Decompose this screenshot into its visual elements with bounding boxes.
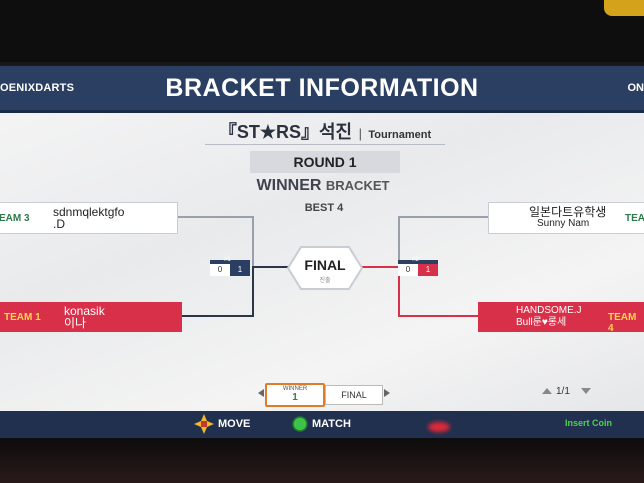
header-bar: OENIXDARTS BRACKET INFORMATION ON [0, 66, 644, 113]
brand-label: OENIXDARTS [0, 82, 75, 94]
page-up-arrow-icon[interactable] [542, 388, 552, 394]
player-name: sdnmqlektgfo [53, 205, 125, 219]
bracket-line [252, 266, 288, 268]
bracket-line [252, 266, 254, 317]
move-dpad-icon [194, 414, 214, 434]
left-bottom-team-slot[interactable]: TEAM 1 konasik 이나 [0, 302, 182, 332]
tournament-name: 『ST★RS』석진 [218, 122, 353, 142]
nav-left-arrow-icon[interactable] [258, 389, 264, 397]
player-name: Bull룬♥롱세 [516, 317, 567, 328]
team-label: EAM 3 [0, 213, 30, 224]
bezel-accent [604, 0, 644, 16]
move-label: MOVE [218, 418, 251, 430]
bracket-line [398, 216, 400, 268]
player-name: Sunny Nam [537, 218, 590, 229]
final-sublabel: 진출 [319, 278, 331, 284]
match-label: MATCH [312, 418, 351, 430]
winner-tab-value: 1 [292, 392, 298, 403]
tournament-title: 『ST★RS』석진 | Tournament [205, 118, 445, 145]
score-seed: #2 [412, 257, 419, 263]
nav-right-arrow-icon[interactable] [384, 389, 390, 397]
score-header [210, 260, 250, 264]
control-bar: MOVE MATCH Insert Coin [0, 411, 644, 438]
player-name: .D [53, 217, 65, 231]
score-right: 1 [418, 264, 438, 276]
coin-slot-light [428, 422, 450, 432]
bracket-line [398, 216, 488, 218]
team-label: TEAM 4 [608, 312, 637, 334]
insert-coin-text: Insert Coin [564, 418, 612, 428]
page-indicator: 1/1 [556, 386, 570, 397]
score-seed: #1 [224, 257, 231, 263]
round-label: ROUND 1 [250, 151, 400, 173]
score-header [398, 260, 438, 264]
team-label: TEAM 1 [4, 312, 41, 323]
score-left: 0 [210, 264, 230, 276]
bracket-line [398, 315, 478, 317]
bracket-line [182, 315, 254, 317]
player-name: 이나 [64, 316, 87, 330]
player-name: konasik [64, 304, 105, 318]
right-bottom-team-slot[interactable]: HANDSOME.J Bull룬♥롱세 TEAM 4 [478, 302, 644, 334]
left-top-team-slot[interactable]: EAM 3 sdnmqlektgfo .D [0, 202, 178, 234]
match-button-icon [292, 416, 308, 432]
page-down-arrow-icon[interactable] [581, 388, 591, 394]
bracket-line [176, 216, 254, 218]
bracket-word: BRACKET [325, 178, 390, 193]
bracket-winner-word: WINNER [256, 177, 322, 194]
header-right-text: ON [627, 82, 644, 94]
bracket-line [398, 266, 400, 317]
bracket-label: WINNER BRACKET [0, 177, 644, 195]
bracket-line [362, 266, 400, 268]
page-title: BRACKET INFORMATION [165, 74, 479, 102]
score-left: 0 [398, 264, 418, 276]
team-label: TEA [625, 213, 644, 224]
tournament-type: Tournament [368, 129, 432, 141]
score-right: 1 [230, 264, 250, 276]
right-top-team-slot[interactable]: 일본다트유학생 Sunny Nam TEA [488, 202, 644, 234]
right-match-score: #2 0 1 [398, 257, 438, 276]
player-name: 일본다트유학생 [529, 205, 607, 219]
player-name: HANDSOME.J [516, 305, 582, 316]
final-tab[interactable]: FINAL [325, 385, 383, 405]
bezel-top [0, 0, 644, 62]
bracket-line [252, 216, 254, 268]
best-of-label: BEST 4 [304, 202, 344, 214]
final-hexagon-shape [287, 246, 363, 290]
final-node[interactable]: FINAL 진출 [287, 246, 363, 290]
title-separator: | [358, 126, 362, 141]
left-match-score: #1 0 1 [210, 257, 250, 276]
game-screen: OENIXDARTS BRACKET INFORMATION ON 『ST★RS… [0, 66, 644, 438]
winner-bracket-tab[interactable]: WINNER 1 [265, 383, 325, 407]
winner-tab-title: WINNER [282, 386, 308, 392]
final-label: FINAL [304, 257, 346, 273]
